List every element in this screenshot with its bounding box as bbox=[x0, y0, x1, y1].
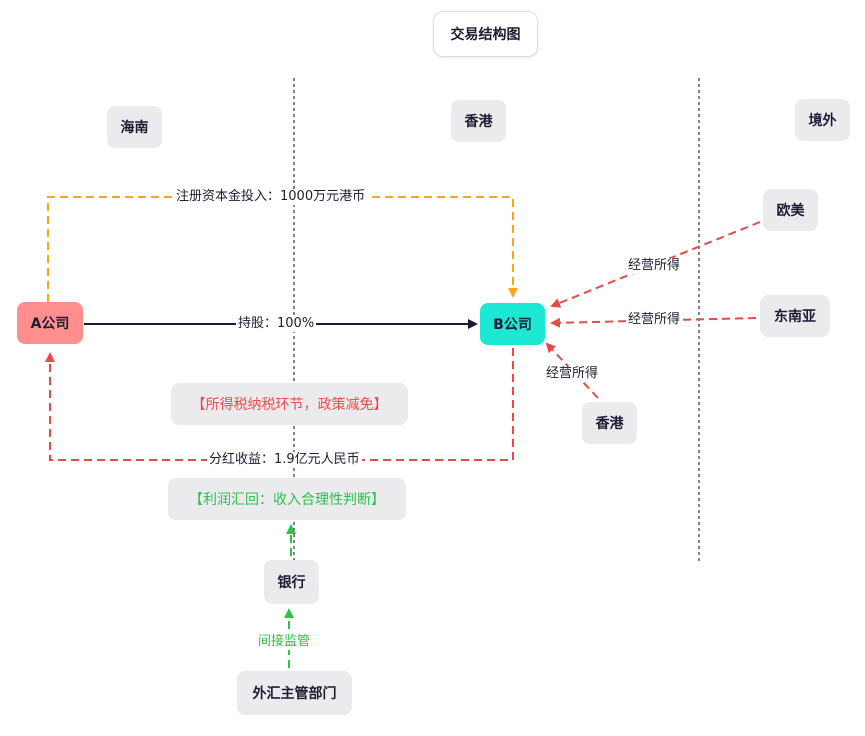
indirect-supervision-label: 间接监管 bbox=[256, 634, 313, 650]
income-europe-label: 经营所得 bbox=[626, 258, 683, 274]
node-bank: 银行 bbox=[264, 560, 319, 604]
income-hk-label: 经营所得 bbox=[544, 366, 601, 382]
note-repatriation: 【利润汇回：收入合理性判断】 bbox=[168, 478, 406, 520]
region-hainan: 海南 bbox=[107, 106, 162, 148]
capital-injection-line bbox=[47, 196, 518, 302]
node-b-company: B公司 bbox=[480, 303, 545, 345]
diagram-title: 交易结构图 bbox=[433, 11, 538, 57]
income-sea-line bbox=[550, 317, 757, 328]
income-sea-label: 经营所得 bbox=[626, 312, 683, 328]
region-hongkong: 香港 bbox=[451, 100, 506, 142]
node-southeast-asia: 东南亚 bbox=[760, 295, 830, 337]
node-europe-america: 欧美 bbox=[763, 189, 818, 231]
income-europe-line bbox=[550, 221, 761, 308]
node-a-company: A公司 bbox=[17, 302, 83, 344]
capital-injection-label: 注册资本金投入：1000万元港币 bbox=[174, 189, 368, 205]
dividend-label: 分红收益：1.9亿元人民币 bbox=[207, 452, 362, 468]
node-hongkong-source: 香港 bbox=[582, 402, 637, 444]
node-forex-authority: 外汇主管部门 bbox=[237, 671, 352, 715]
shareholding-label: 持股：100% bbox=[236, 316, 317, 332]
region-overseas: 境外 bbox=[795, 99, 850, 141]
note-tax: 【所得税纳税环节，政策减免】 bbox=[171, 383, 408, 425]
